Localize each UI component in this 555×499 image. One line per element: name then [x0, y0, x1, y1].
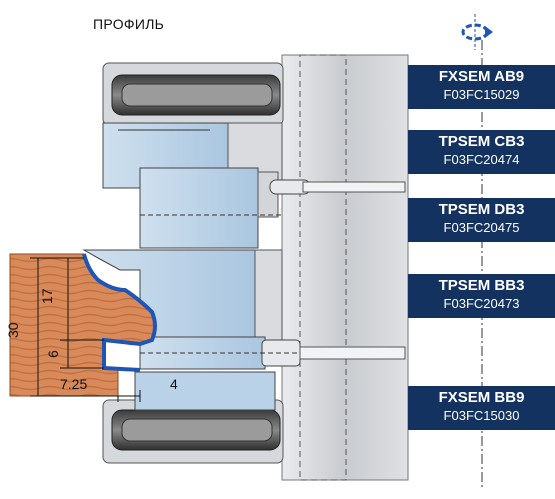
tool-code: F03FC20474	[443, 152, 520, 167]
tool-name: TPSEM BB3	[438, 277, 525, 294]
tool-label-tpsem-cb3: TPSEM CB3 F03FC20474	[408, 130, 555, 174]
tool-label-fxsem-ab9: FXSEM AB9 F03FC15029	[408, 65, 555, 109]
tool-label-fxsem-bb9: FXSEM BB9 F03FC15030	[408, 386, 555, 430]
tool-name: TPSEM DB3	[438, 201, 525, 218]
tool-code: F03FC15030	[443, 408, 520, 423]
wood-workpiece	[9, 253, 156, 397]
tool-label-tpsem-db3: TPSEM DB3 F03FC20475	[408, 198, 555, 242]
tool-label-tpsem-bb3: TPSEM BB3 F03FC20473	[408, 274, 555, 318]
dim-total-height: 30	[5, 322, 21, 338]
profile-contour	[82, 253, 157, 372]
dim-groove-height: 6	[45, 350, 61, 358]
rotation-direction-icon	[461, 14, 493, 50]
tool-code: F03FC15029	[443, 87, 520, 102]
dim-upper-height: 17	[39, 288, 55, 304]
profile-title: ПРОФИЛЬ	[93, 16, 165, 32]
tool-name: FXSEM AB9	[438, 68, 525, 85]
tool-name: TPSEM CB3	[438, 133, 525, 150]
dimension-lines	[30, 257, 141, 402]
tool-body	[281, 54, 409, 481]
dim-tongue-offset: 4	[170, 376, 178, 392]
tool-code: F03FC20473	[443, 296, 520, 311]
tool-code: F03FC20475	[443, 220, 520, 235]
tool-name: FXSEM BB9	[438, 389, 525, 406]
cutter-db3	[139, 167, 259, 249]
dim-width-offset: 7.25	[60, 376, 87, 392]
